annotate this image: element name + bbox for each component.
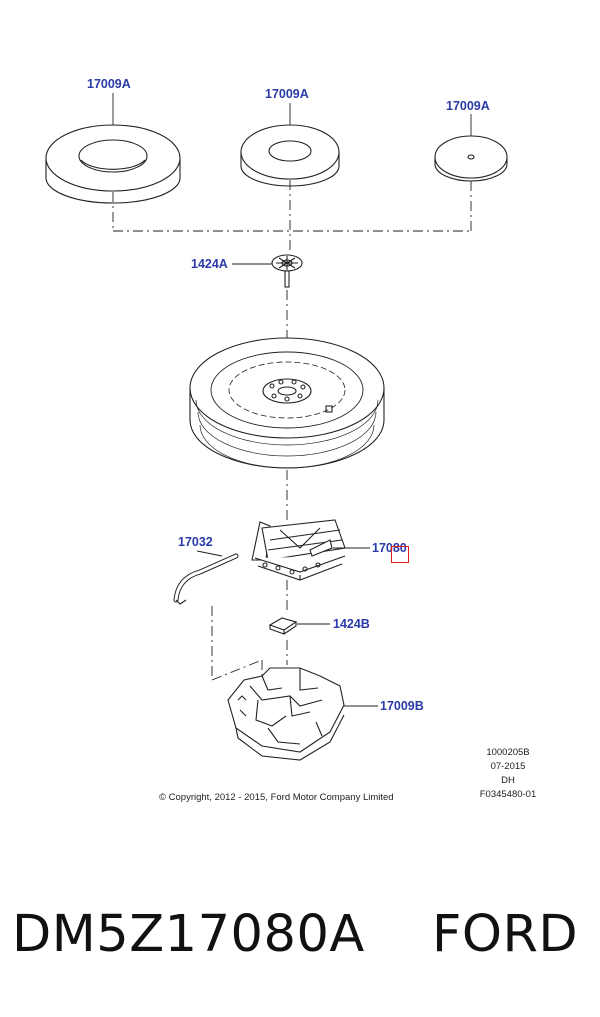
callout-hold-down: 1424A	[191, 257, 228, 271]
cover-disc	[434, 135, 508, 182]
drawing-metadata: 1000205B 07-2015 DH F0345480-01	[470, 746, 546, 802]
retaining-clip	[268, 617, 298, 635]
callout-cover-disc: 17009A	[446, 99, 490, 113]
callout-jack: 17080	[372, 541, 407, 555]
callout-foam-tray: 17009B	[380, 699, 424, 713]
hold-down-bolt	[271, 254, 303, 288]
highlight-box	[391, 546, 409, 563]
scissor-jack	[251, 519, 346, 581]
part-number: DM5Z17080A	[12, 905, 365, 964]
drawing-id: 1000205B	[486, 747, 530, 758]
drawing-author: DH	[501, 775, 515, 786]
callout-ring-medium: 17009A	[265, 87, 309, 101]
copyright-text: © Copyright, 2012 - 2015, Ford Motor Com…	[159, 792, 394, 803]
drawing-number: F0345480-01	[479, 789, 537, 800]
jack-handle	[173, 553, 239, 605]
parts-diagram	[45, 93, 508, 761]
foam-tray	[227, 667, 345, 761]
drawing-date: 07-2015	[490, 761, 526, 772]
callout-clip: 1424B	[333, 617, 370, 631]
callout-ring-large: 17009A	[87, 77, 131, 91]
brand-name: FORD	[432, 905, 579, 964]
callout-jack-handle: 17032	[178, 535, 213, 549]
spare-wheel	[189, 337, 385, 469]
medium-spacer-ring	[240, 124, 340, 187]
large-spacer-ring	[45, 124, 181, 204]
